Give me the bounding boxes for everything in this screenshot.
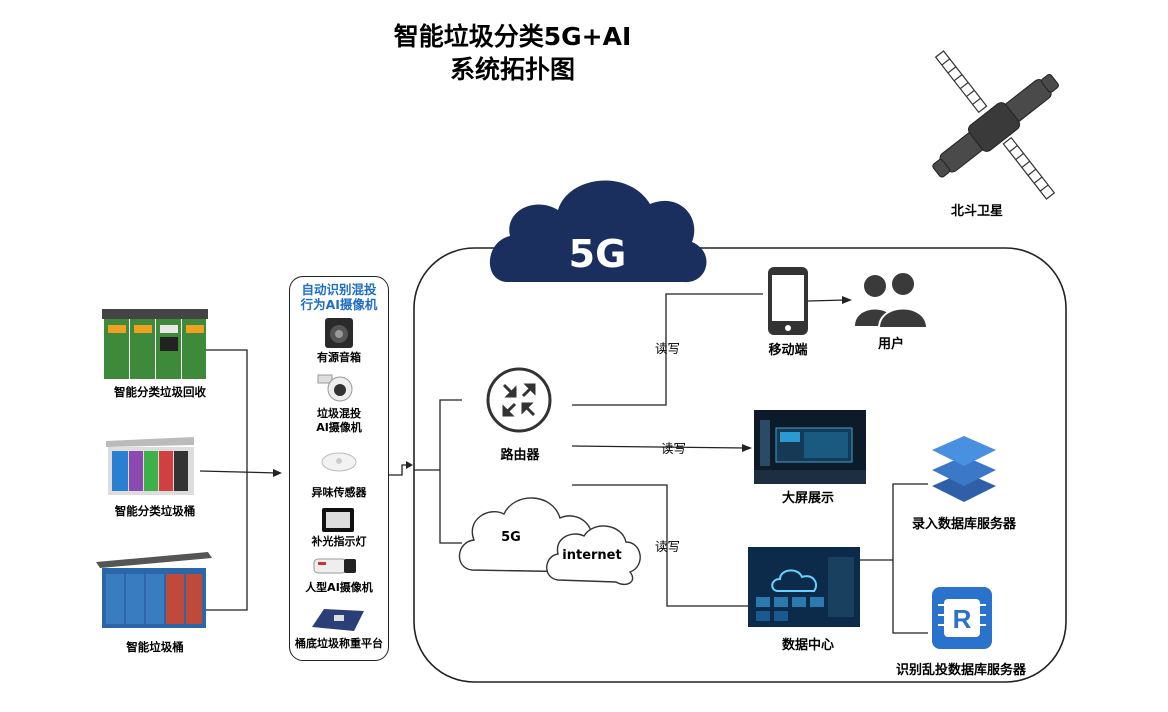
device-panel-title: 自动识别混投 行为AI摄像机 [290, 282, 388, 312]
dome-camera-icon [317, 374, 353, 402]
smart-bin-icon [96, 552, 212, 628]
network-cloud-internet-label: internet [562, 548, 622, 563]
satellite-icon [932, 50, 1059, 200]
cloud-5g-label: 5G [568, 232, 627, 276]
bin-label-3: 智能垃圾桶 [126, 640, 184, 654]
fill-light-icon [322, 508, 354, 532]
datacenter-label: 数据中心 [781, 638, 834, 653]
bullet-camera-icon [313, 558, 356, 574]
user-label: 用户 [877, 337, 904, 352]
router-label: 路由器 [500, 448, 540, 463]
odor-sensor-icon [321, 452, 357, 472]
network-cloud-5g-label: 5G [501, 530, 521, 545]
users-icon [855, 271, 927, 328]
device-label-mix-camera-line-1: 垃圾混投 [317, 407, 361, 420]
device-label-weighing-platform: 桶底垃圾称重平台 [295, 637, 383, 650]
edge-label-rw-mobile: 读写 [655, 341, 681, 356]
device-panel-title-line-2: 行为AI摄像机 [300, 297, 378, 312]
edge-label-rw-datacenter: 读写 [655, 539, 681, 554]
db1-label: 录入数据库服务器 [911, 517, 1016, 532]
edge-label-rw-screen: 读写 [661, 441, 687, 456]
sorting-bin-icon [106, 437, 194, 495]
recycling-station-icon [102, 309, 208, 379]
device-label-mix-camera: 垃圾混投 AI摄像机 [290, 407, 388, 435]
speaker-icon [325, 318, 353, 348]
r-chip-letter: R [953, 604, 972, 634]
device-label-speaker: 有源音箱 [317, 351, 361, 364]
mobile-phone-icon [768, 267, 808, 335]
db2-label: 识别乱投数据库服务器 [895, 663, 1026, 678]
device-panel: 自动识别混投 行为AI摄像机 有源音箱 垃圾混投 AI摄像机 异味传感器 补光指… [289, 276, 389, 661]
device-panel-title-line-1: 自动识别混投 [301, 282, 377, 297]
router-icon [486, 367, 552, 433]
big-screen-icon [754, 410, 866, 484]
database-stack-icon [932, 436, 996, 502]
r-chip-icon: R [932, 587, 992, 649]
device-label-human-camera: 人型AI摄像机 [305, 581, 373, 594]
bin-label-1: 智能分类垃圾回收 [114, 385, 206, 399]
device-label-fill-light: 补光指示灯 [311, 535, 367, 548]
title-line-2: 系统拓扑图 [449, 55, 575, 84]
system-boundary [413, 247, 1067, 683]
weighing-platform-icon [312, 609, 364, 631]
diagram-title: 智能垃圾分类5G+AI 系统拓扑图 [380, 20, 645, 86]
cloud-5g-icon [489, 180, 707, 283]
device-label-odor-sensor: 异味传感器 [311, 486, 367, 499]
mobile-label: 移动端 [768, 343, 808, 358]
device-label-mix-camera-line-2: AI摄像机 [316, 421, 362, 434]
screen-label: 大屏展示 [781, 491, 834, 506]
title-line-1: 智能垃圾分类5G+AI [393, 22, 632, 51]
datacenter-icon [748, 547, 860, 627]
network-cloud-icon [458, 497, 641, 586]
satellite-label: 北斗卫星 [950, 204, 1003, 219]
bin-label-2: 智能分类垃圾桶 [114, 504, 196, 518]
